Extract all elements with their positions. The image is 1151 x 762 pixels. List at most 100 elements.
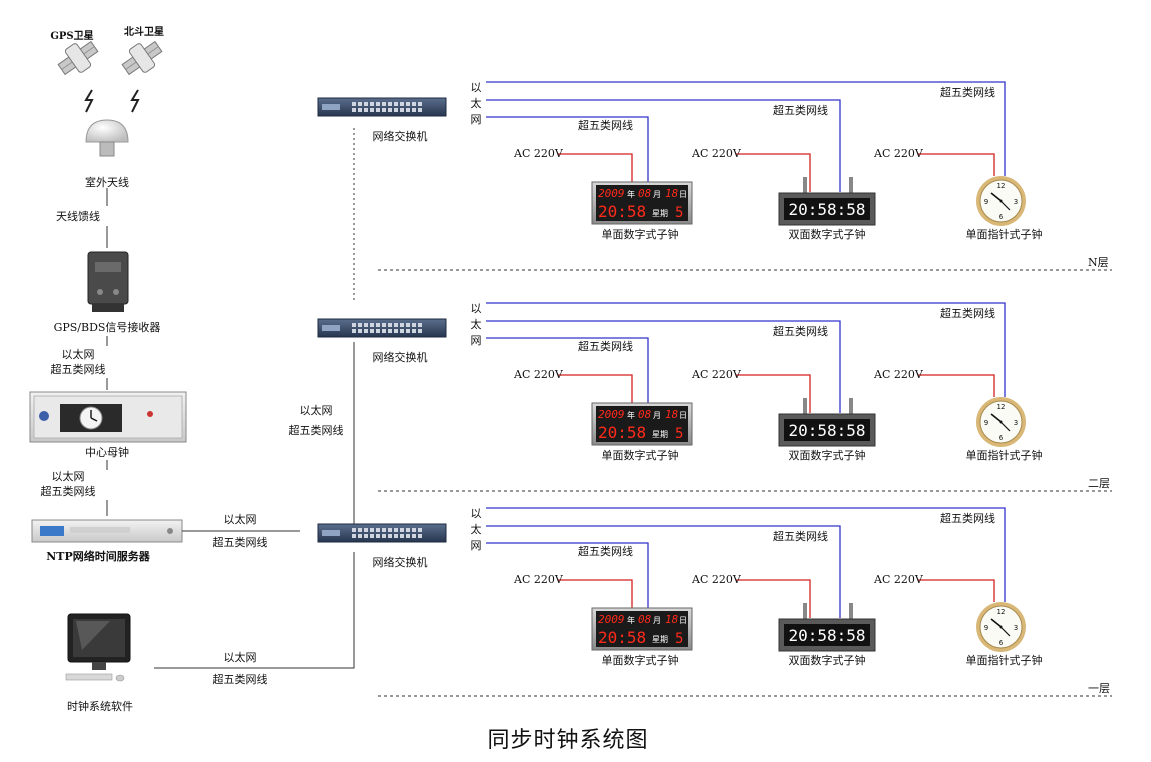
- double-digital-clock-icon: 20:58:58: [778, 398, 876, 447]
- clock-numeral: 12: [997, 182, 1006, 190]
- analog-clock-icon: 12 3 6 9: [976, 176, 1026, 226]
- cable-label: 超五类网线: [773, 530, 828, 543]
- double-digital-clock-label: 双面数字式子钟: [788, 228, 866, 241]
- bds-satellite-label: 北斗卫星: [124, 27, 164, 38]
- power-line: [736, 374, 811, 413]
- clock-time: 20:58:58: [788, 626, 865, 645]
- cable-label: 超五类网线: [578, 545, 633, 558]
- ethernet-line: [486, 99, 841, 192]
- clock-week: 5: [675, 631, 683, 647]
- power-label: AC 220V: [874, 368, 923, 381]
- clock-year: 2009: [598, 187, 625, 200]
- clock-numeral: 9: [984, 419, 988, 427]
- outdoor-antenna-icon: [85, 119, 129, 157]
- power-line: [558, 579, 633, 610]
- ethernet-line: [486, 81, 1006, 176]
- clock-time: 20:58: [598, 628, 646, 647]
- link1-line1: 以太网: [61, 348, 95, 361]
- ethernet-line: [486, 542, 649, 610]
- clock-numeral: 12: [997, 608, 1006, 616]
- power-label: AC 220V: [692, 147, 741, 160]
- clock-day-unit: 日: [679, 411, 687, 420]
- clock-year-unit: 年: [627, 615, 635, 625]
- clock-time: 20:58:58: [788, 200, 865, 219]
- floor-name: N层: [1088, 256, 1109, 269]
- power-label: AC 220V: [692, 368, 741, 381]
- ethernet-line: [486, 507, 1006, 602]
- network-switch-icon: [317, 97, 447, 117]
- ethernet-line: [486, 116, 649, 184]
- power-label: AC 220V: [514, 368, 563, 381]
- power-line: [736, 579, 811, 618]
- eth-char: 太: [470, 97, 482, 110]
- eth-char: 以: [470, 507, 482, 520]
- gps-satellite-icon: [57, 40, 99, 76]
- clock-year-unit: 年: [627, 189, 635, 199]
- clock-year-unit: 年: [627, 410, 635, 420]
- clock-day-unit: 日: [679, 616, 687, 625]
- master-clock-icon: [29, 391, 187, 443]
- ntp-server-icon: [31, 519, 183, 543]
- clock-month: 08: [638, 408, 652, 421]
- clock-year: 2009: [598, 613, 625, 626]
- network-switch-icon: [317, 318, 447, 338]
- eth-char: 太: [470, 318, 482, 331]
- link2-line2: 超五类网线: [40, 485, 96, 498]
- signal-icon: [84, 89, 94, 113]
- double-digital-clock-icon: 20:58:58: [778, 177, 876, 226]
- double-digital-clock-label: 双面数字式子钟: [788, 449, 866, 462]
- ethernet-line: [486, 337, 649, 405]
- bds-satellite-icon: [121, 40, 163, 76]
- clock-numeral: 6: [999, 213, 1004, 221]
- clock-week-label: 星期: [652, 430, 668, 439]
- clock-day: 18: [665, 187, 679, 200]
- power-label: AC 220V: [692, 573, 741, 586]
- eth-char: 网: [470, 334, 482, 347]
- clock-week-label: 星期: [652, 635, 668, 644]
- clock-month-unit: 月: [653, 190, 661, 199]
- cable-label: 超五类网线: [773, 325, 828, 338]
- switch-label: 网络交换机: [372, 351, 428, 364]
- computer-icon: [65, 613, 131, 682]
- cable-label: 超五类网线: [940, 307, 995, 320]
- clock-numeral: 9: [984, 198, 988, 206]
- switch-label: 网络交换机: [372, 556, 428, 569]
- link-ntp-line1: 以太网: [223, 513, 257, 526]
- clock-week: 5: [675, 205, 683, 221]
- clock-day: 18: [665, 408, 679, 421]
- signal-icon: [130, 89, 140, 113]
- clock-month: 08: [638, 187, 652, 200]
- power-label: AC 220V: [874, 573, 923, 586]
- cable-label: 超五类网线: [578, 119, 633, 132]
- power-line: [918, 579, 995, 602]
- link-switch-line2: 超五类网线: [288, 424, 344, 437]
- ethernet-vertical-label: 以 太 网: [470, 506, 482, 554]
- eth-char: 太: [470, 523, 482, 536]
- clock-numeral: 3: [1014, 198, 1018, 206]
- ntp-server-label: NTP网络时间服务器: [46, 550, 150, 563]
- clock-time: 20:58: [598, 423, 646, 442]
- cable-label: 超五类网线: [578, 340, 633, 353]
- clock-day-unit: 日: [679, 190, 687, 199]
- pc-software-label: 时钟系统软件: [67, 700, 133, 713]
- receiver-label: GPS/BDS信号接收器: [53, 321, 161, 334]
- power-line: [918, 153, 995, 176]
- power-line: [918, 374, 995, 397]
- clock-week-label: 星期: [652, 209, 668, 218]
- single-digital-clock-label: 单面数字式子钟: [601, 228, 679, 241]
- clock-month-unit: 月: [653, 616, 661, 625]
- ethernet-line: [486, 320, 841, 413]
- clock-time: 20:58: [598, 202, 646, 221]
- diagram-title: 同步时钟系统图: [487, 728, 649, 753]
- clock-year: 2009: [598, 408, 625, 421]
- power-line: [558, 153, 633, 184]
- ethernet-vertical-label: 以 太 网: [470, 80, 482, 128]
- clock-numeral: 3: [1014, 624, 1018, 632]
